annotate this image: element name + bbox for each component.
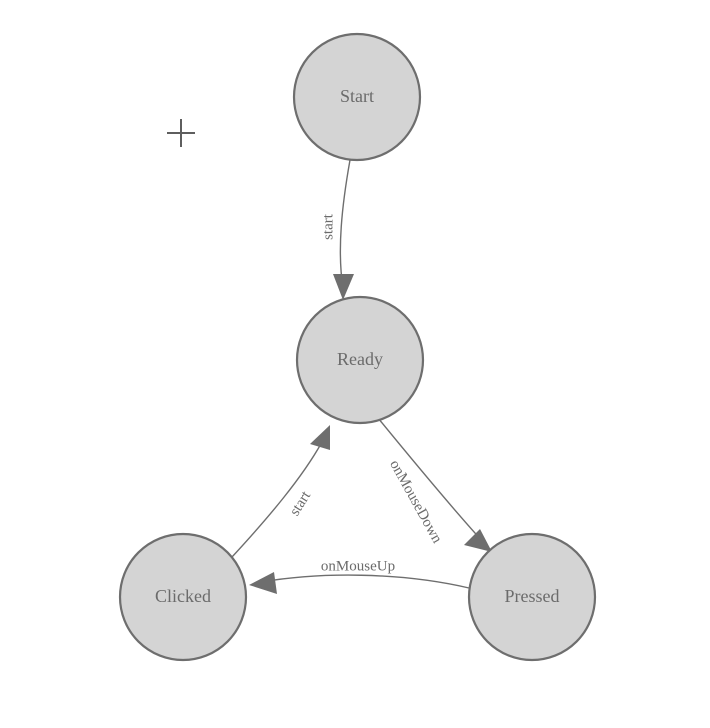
node-clicked-label: Clicked: [155, 586, 211, 606]
edge-label-start-to-ready: start: [320, 213, 336, 240]
node-pressed-label: Pressed: [505, 586, 560, 606]
node-start[interactable]: Start: [292, 32, 422, 162]
edge-ready-to-pressed-path: [377, 417, 485, 544]
edge-ready-to-pressed[interactable]: onMouseDown: [377, 417, 492, 552]
node-ready[interactable]: Ready: [295, 295, 425, 425]
node-pressed-circle[interactable]: [467, 532, 597, 662]
plus-marker-icon: [167, 119, 195, 147]
node-clicked[interactable]: Clicked: [118, 532, 248, 662]
node-ready-label: Ready: [337, 349, 383, 369]
edge-label-ready-to-pressed: onMouseDown: [386, 457, 445, 546]
edge-pressed-to-clicked[interactable]: onMouseUp: [249, 558, 470, 594]
edge-clicked-to-ready-arrowhead: [310, 425, 330, 450]
node-start-label: Start: [340, 86, 374, 106]
edge-ready-to-pressed-arrowhead: [464, 529, 492, 552]
edge-start-to-ready[interactable]: start: [320, 159, 354, 300]
edge-start-to-ready-arrowhead: [333, 274, 354, 300]
node-ready-circle[interactable]: [295, 295, 425, 425]
edge-clicked-to-ready-path: [231, 441, 323, 558]
edge-clicked-to-ready[interactable]: start: [231, 425, 330, 558]
edge-label-clicked-to-ready: start: [287, 488, 315, 519]
node-pressed[interactable]: Pressed: [467, 532, 597, 662]
node-start-circle[interactable]: [292, 32, 422, 162]
edge-start-to-ready-path: [339, 159, 351, 289]
edge-pressed-to-clicked-arrowhead: [249, 572, 277, 594]
edge-pressed-to-clicked-path: [261, 574, 470, 589]
edge-label-pressed-to-clicked: onMouseUp: [321, 558, 395, 574]
node-clicked-circle[interactable]: [118, 532, 248, 662]
